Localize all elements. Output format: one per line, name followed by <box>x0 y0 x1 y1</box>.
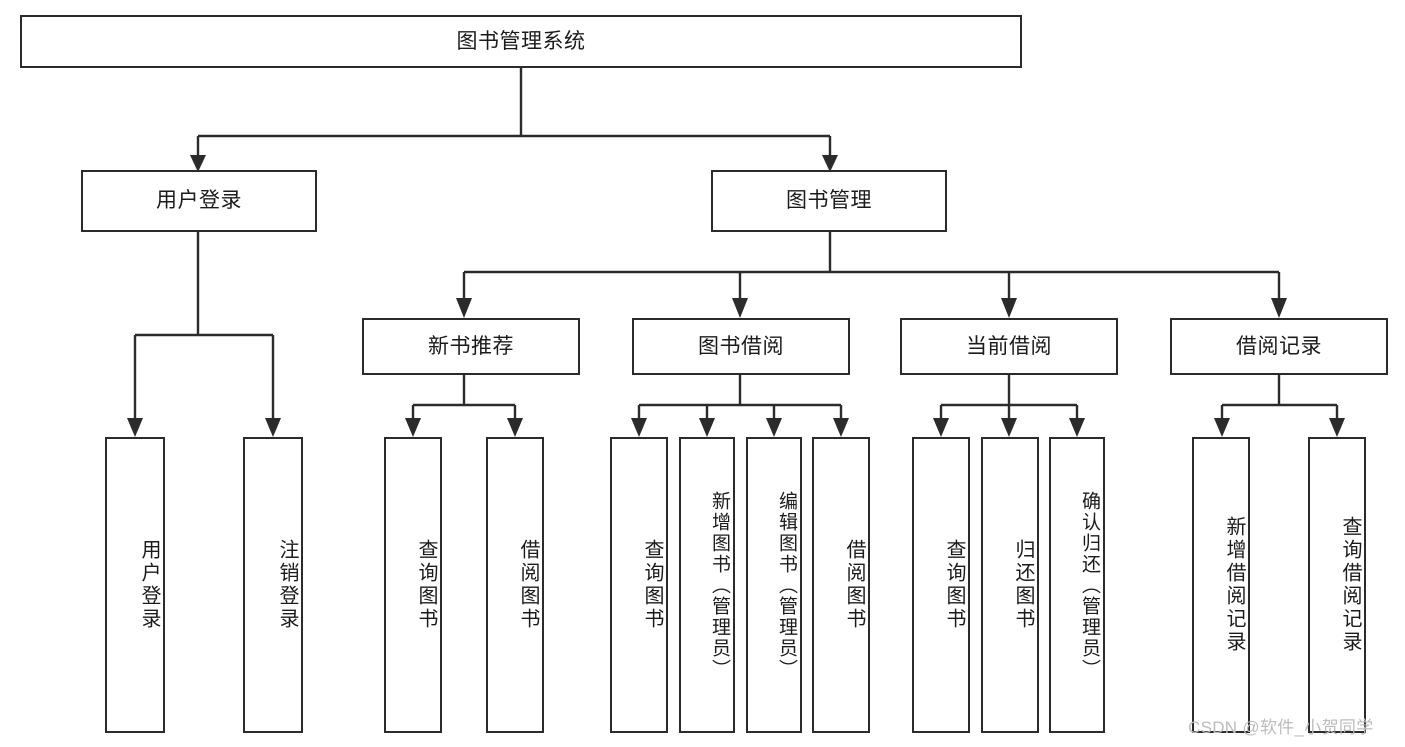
node-book-borrow[interactable]: 图书借阅 <box>632 318 850 375</box>
arrowhead-current-borrow <box>1001 298 1017 318</box>
leaf-current-borrow-confirm-return-admin[interactable]: 确认归还（管理员） <box>1049 437 1105 733</box>
leaf-book-borrow-borrow-book[interactable]: 借阅图书 <box>812 437 870 733</box>
leaf-book-borrow-add-book-admin[interactable]: 新增图书（管理员） <box>679 437 735 733</box>
leaf-borrow-record-add-record[interactable]: 新增借阅记录 <box>1192 437 1250 733</box>
leaf-book-borrow-edit-book-admin[interactable]: 编辑图书（管理员） <box>746 437 802 733</box>
arrowhead-leaf-br-2 <box>1329 418 1345 437</box>
node-borrow-record[interactable]: 借阅记录 <box>1170 318 1388 375</box>
leaf-user-login-logout[interactable]: 注销登录 <box>243 437 303 733</box>
arrowhead-book-manage <box>822 155 838 172</box>
arrowhead-leaf-nbr-2 <box>507 418 523 437</box>
leaf-user-login-login[interactable]: 用户登录 <box>105 437 165 733</box>
node-root[interactable]: 图书管理系统 <box>20 15 1022 68</box>
arrowhead-leaf-user-login-2 <box>265 418 281 437</box>
arrowhead-leaf-bb-3 <box>766 418 782 437</box>
node-current-borrow[interactable]: 当前借阅 <box>900 318 1118 375</box>
arrowhead-leaf-cb-3 <box>1069 418 1085 437</box>
arrowhead-borrow-record <box>1271 298 1287 318</box>
arrowhead-leaf-cb-2 <box>1001 418 1017 437</box>
arrowhead-leaf-nbr-1 <box>405 418 421 437</box>
arrowhead-leaf-cb-1 <box>933 418 949 437</box>
node-user-login[interactable]: 用户登录 <box>81 170 317 232</box>
arrowhead-book-borrow <box>732 298 748 318</box>
leaf-book-borrow-query-book[interactable]: 查询图书 <box>610 437 668 733</box>
leaf-current-borrow-query-book[interactable]: 查询图书 <box>912 437 970 733</box>
arrowhead-user-login <box>190 155 206 172</box>
arrowhead-leaf-br-1 <box>1214 418 1230 437</box>
arrowhead-leaf-user-login-1 <box>127 418 143 437</box>
leaf-new-book-borrow-book[interactable]: 借阅图书 <box>486 437 544 733</box>
arrowhead-leaf-bb-2 <box>699 418 715 437</box>
arrowhead-new-book-rec <box>456 298 472 318</box>
node-new-book-recommend[interactable]: 新书推荐 <box>362 318 580 375</box>
leaf-borrow-record-query-record[interactable]: 查询借阅记录 <box>1308 437 1366 733</box>
arrowhead-leaf-bb-1 <box>631 418 647 437</box>
node-book-manage[interactable]: 图书管理 <box>711 170 947 232</box>
leaf-current-borrow-return-book[interactable]: 归还图书 <box>981 437 1039 733</box>
watermark: CSDN @软件_小贺同学 <box>1188 718 1374 737</box>
arrowhead-leaf-bb-4 <box>833 418 849 437</box>
leaf-new-book-query-book[interactable]: 查询图书 <box>384 437 442 733</box>
